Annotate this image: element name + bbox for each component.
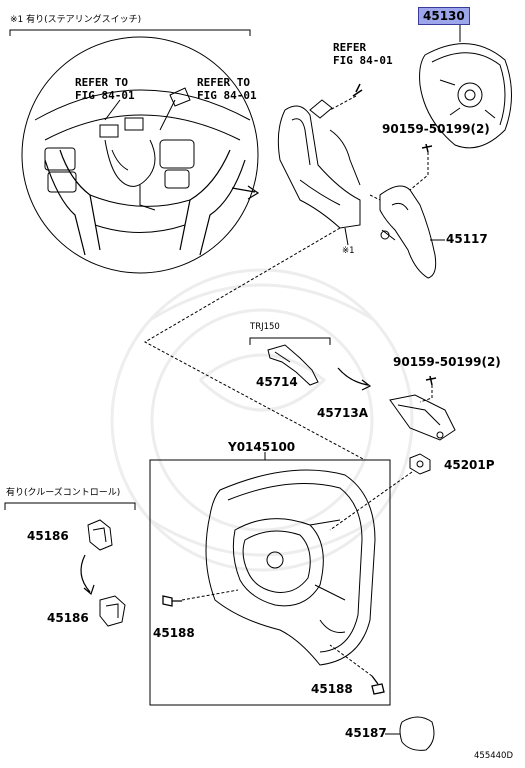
- part-45130-drawing: [419, 43, 512, 149]
- refer-line1: REFER TO: [75, 76, 128, 89]
- part-45187-drawing: [399, 716, 435, 751]
- part-label-90159-a[interactable]: 90159-50199(2): [382, 122, 490, 136]
- arrow-45186: [80, 554, 95, 596]
- watermark: [110, 268, 414, 572]
- wheel-box: [149, 459, 391, 706]
- part-45714-drawing: [267, 344, 319, 386]
- part-label-y0145100[interactable]: Y0145100: [228, 440, 296, 454]
- bolt-top: [352, 83, 363, 97]
- part-label-45188-a[interactable]: 45188: [153, 626, 195, 640]
- refer-line2: FIG 84-01: [75, 89, 135, 102]
- part-label-45713a[interactable]: 45713A: [317, 406, 369, 420]
- note-steering-switch: ※1 有り(ステアリングスイッチ): [10, 15, 142, 25]
- part-45201p-drawing: [409, 453, 431, 475]
- refer-line1: REFER: [333, 41, 367, 54]
- part-label-90159-b[interactable]: 90159-50199(2): [393, 355, 501, 369]
- switch-assembly: [277, 99, 361, 246]
- part-label-45186-b[interactable]: 45186: [47, 611, 89, 625]
- leader-45188-a: [181, 589, 239, 601]
- leader-45188-b: [329, 644, 373, 677]
- bolt-90159-b: [425, 375, 437, 386]
- part-45117-drawing: [379, 185, 437, 279]
- part-label-45714[interactable]: 45714: [256, 375, 298, 389]
- leader-bolt-top: [329, 95, 357, 111]
- part-label-45188-b[interactable]: 45188: [311, 682, 353, 696]
- leader-switch-to-wheel: [143, 227, 366, 461]
- trj-bracket: [249, 337, 331, 345]
- conn-switch-cover: [369, 194, 381, 201]
- part-label-45186-a[interactable]: 45186: [27, 529, 69, 543]
- cruise-bracket: [4, 502, 136, 510]
- note-cruise-control: 有り(クルーズコントロール): [6, 488, 121, 498]
- refer-line2: FIG 84-01: [197, 89, 257, 102]
- bolt-45188-a: [162, 595, 182, 607]
- arrow-45714: [337, 367, 372, 391]
- part-label-45201p[interactable]: 45201P: [444, 458, 495, 472]
- figure-id: 455440D: [474, 751, 513, 761]
- bolt-90159-a: [421, 143, 433, 153]
- part-label-45187[interactable]: 45187: [345, 726, 387, 740]
- leader-90159-a: [409, 152, 429, 191]
- leader-90159-b: [419, 385, 433, 403]
- part-label-45130[interactable]: 45130: [418, 7, 470, 25]
- refer-line1: REFER TO: [197, 76, 250, 89]
- trj-label: TRJ150: [250, 322, 280, 332]
- leader-45201p: [329, 471, 413, 531]
- part-45713a-drawing: [389, 394, 456, 441]
- switch-bracket: [9, 29, 251, 36]
- detail-arrow: [231, 185, 260, 200]
- refer-line2: FIG 84-01: [333, 54, 393, 67]
- bolt-45188-b: [371, 675, 385, 695]
- part-45186-drawing: [87, 519, 126, 627]
- steering-switch-detail: [21, 36, 259, 274]
- asterisk-label: ※1: [342, 246, 355, 256]
- part-label-45117[interactable]: 45117: [446, 232, 488, 246]
- steering-wheel-drawing: [205, 469, 376, 666]
